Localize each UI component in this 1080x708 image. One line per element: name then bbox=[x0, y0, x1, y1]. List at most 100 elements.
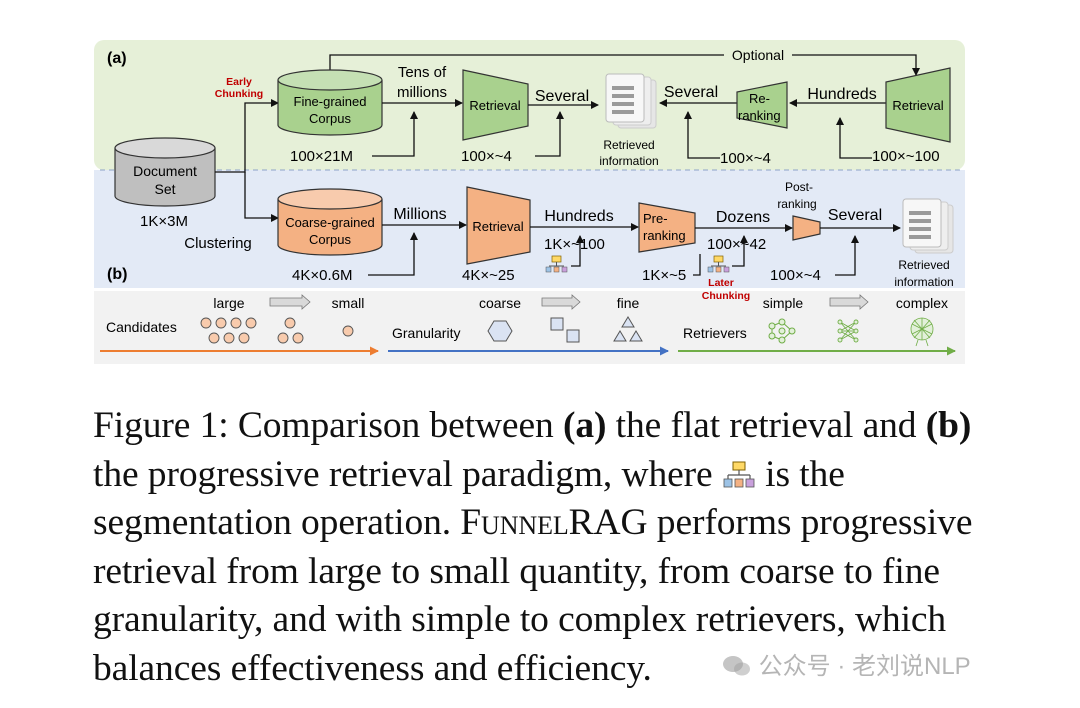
caption-label: Figure 1: bbox=[93, 405, 229, 446]
document-set-cylinder: Document Set bbox=[114, 137, 216, 207]
complex-network-icon bbox=[910, 317, 934, 347]
retrieval-b-dims: 4K×~25 bbox=[462, 267, 515, 284]
legend-circles-large bbox=[200, 317, 257, 344]
caption-text-2: the flat retrieval and bbox=[606, 405, 926, 446]
coarse-grained-corpus-cylinder: Coarse-grained Corpus bbox=[277, 188, 383, 256]
panel-a-label: (a) bbox=[107, 50, 127, 67]
fine-grained-corpus-cylinder: Fine-grained Corpus bbox=[277, 69, 383, 136]
legend-triangles bbox=[613, 316, 643, 342]
caption-text-5: performs progressive retrieval from larg… bbox=[93, 502, 973, 689]
retrieval-a2-funnel: Retrieval bbox=[885, 67, 951, 143]
hundreds-b-dims: 1K×~100 bbox=[544, 236, 605, 253]
segmentation-icon-2 bbox=[707, 255, 730, 273]
later-chunking-label: Later bbox=[708, 277, 734, 289]
svg-text:Pre-: Pre- bbox=[643, 211, 668, 226]
rerank-dims-arrow bbox=[684, 111, 720, 159]
legend-circle-small bbox=[342, 325, 354, 337]
post-dims: 100×~4 bbox=[770, 267, 821, 284]
seg2-arrow bbox=[732, 235, 748, 267]
segmentation-icon bbox=[723, 461, 755, 487]
tens-of-millions-label: Tens of bbox=[398, 64, 447, 81]
caption-text-3: the progressive retrieval paradigm, wher… bbox=[93, 453, 722, 495]
legend-fine: fine bbox=[617, 295, 640, 311]
retrieval-a-dims: 100×~4 bbox=[461, 148, 512, 165]
legend-squares bbox=[550, 317, 580, 343]
legend-large: large bbox=[213, 295, 244, 311]
legend-coarse: coarse bbox=[479, 295, 521, 311]
fine-corpus-dims-arrow bbox=[372, 111, 418, 157]
legend-granularity: Granularity bbox=[392, 325, 460, 341]
later-chunking-label-2: Chunking bbox=[702, 290, 750, 302]
legend-small: small bbox=[332, 295, 365, 311]
hundreds-a-label: Hundreds bbox=[807, 86, 876, 103]
caption-text-4: is the segmentation operation. bbox=[93, 453, 845, 544]
fine-corpus-dims: 100×21M bbox=[290, 148, 353, 165]
dozens-dims: 100×~42 bbox=[707, 236, 766, 253]
millions-label: Millions bbox=[393, 206, 446, 223]
svg-text:Set: Set bbox=[154, 181, 175, 197]
several-a-label: Several bbox=[535, 88, 589, 105]
document-set-size: 1K×3M bbox=[140, 213, 188, 230]
svg-text:ranking: ranking bbox=[738, 108, 781, 123]
simple-network-icon bbox=[768, 318, 796, 344]
retrieval2-dims: 100×~100 bbox=[872, 148, 940, 165]
retrieval-a-dims-arrow bbox=[535, 111, 564, 157]
figure-caption: Figure 1: Comparison between (a) the fla… bbox=[93, 402, 973, 694]
legend-retrievers: Retrievers bbox=[683, 325, 747, 341]
svg-text:Coarse-grained: Coarse-grained bbox=[285, 215, 375, 230]
hundreds-b-label: Hundreds bbox=[544, 208, 613, 225]
postranking-label-2: ranking bbox=[777, 197, 816, 211]
reranking-funnel: Re- ranking bbox=[736, 81, 788, 129]
legend-complex: complex bbox=[896, 295, 948, 311]
caption-funnelrag: FunnelRAG bbox=[460, 502, 648, 544]
clustering-label: Clustering bbox=[184, 235, 252, 252]
watermark: 公众号 · 老刘说NLP bbox=[722, 646, 971, 681]
retrieval-a-funnel: Retrieval bbox=[462, 69, 529, 141]
coarse-corpus-dims: 4K×0.6M bbox=[292, 267, 352, 284]
svg-text:Corpus: Corpus bbox=[309, 232, 351, 247]
retrieval-b-funnel: Retrieval bbox=[466, 186, 531, 265]
early-chunking-label-2: Chunking bbox=[215, 88, 263, 100]
retrieved-info-b-icon bbox=[902, 198, 954, 254]
coarse-dims-arrow bbox=[368, 232, 418, 276]
legend-simple: simple bbox=[763, 295, 804, 311]
panel-b-label: (b) bbox=[107, 266, 127, 283]
post-dims-arrow bbox=[835, 235, 859, 276]
svg-text:Re-: Re- bbox=[749, 91, 770, 106]
prerank-dims-arrow bbox=[693, 254, 701, 276]
svg-text:ranking: ranking bbox=[643, 228, 686, 243]
caption-a: (a) bbox=[562, 405, 607, 446]
legend-arrow-1 bbox=[269, 294, 311, 310]
figure-diagram: (a) (b) Optional Document Set 1K×3M Clus… bbox=[94, 40, 965, 364]
prerank-dims: 1K×~5 bbox=[642, 267, 686, 284]
legend-hexagon bbox=[487, 320, 513, 342]
several-a2-label: Several bbox=[664, 84, 718, 101]
seg1-arrow bbox=[571, 235, 584, 267]
svg-text:Retrieval: Retrieval bbox=[472, 219, 523, 234]
cluster-branch-arrow bbox=[244, 172, 279, 222]
svg-text:Document: Document bbox=[133, 163, 197, 179]
optional-label: Optional bbox=[732, 47, 784, 63]
dozens-label: Dozens bbox=[716, 209, 770, 226]
tens-of-millions-label-2: millions bbox=[397, 84, 447, 101]
wechat-icon bbox=[723, 656, 750, 676]
early-chunking-label: Early bbox=[226, 76, 252, 88]
svg-text:Retrieval: Retrieval bbox=[469, 98, 520, 113]
early-branch-arrow bbox=[215, 99, 279, 173]
postranking-label: Post- bbox=[785, 180, 813, 194]
svg-text:Retrieval: Retrieval bbox=[892, 98, 943, 113]
retrieved-info-b-label: Retrieved bbox=[898, 258, 949, 272]
caption-b: (b) bbox=[925, 405, 972, 446]
retrieved-info-a-label: Retrieved bbox=[603, 138, 654, 152]
segmentation-icon bbox=[545, 255, 568, 273]
retrieved-info-a-icon bbox=[605, 73, 657, 129]
postranking-funnel bbox=[792, 215, 821, 241]
retrieved-info-a-label-2: information bbox=[599, 154, 658, 168]
svg-text:Corpus: Corpus bbox=[309, 111, 351, 126]
medium-network-icon bbox=[837, 319, 859, 343]
rerank-dims: 100×~4 bbox=[720, 150, 771, 167]
svg-text:Fine-grained: Fine-grained bbox=[294, 94, 367, 109]
optional-arrow bbox=[329, 54, 920, 76]
legend-candidates: Candidates bbox=[106, 319, 177, 335]
retrieved-info-b-label-2: information bbox=[894, 275, 953, 289]
